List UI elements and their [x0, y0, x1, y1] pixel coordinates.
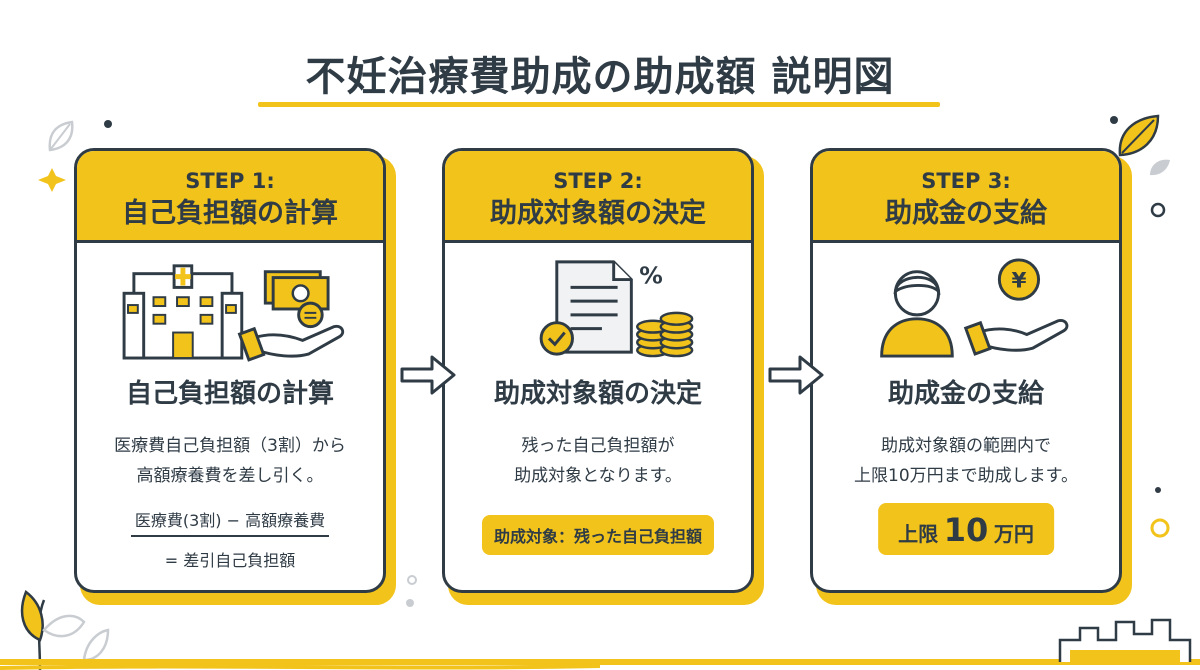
step-1-header: STEP 1: 自己負担額の計算 — [77, 151, 383, 243]
step-3-label: STEP 3: — [921, 169, 1011, 193]
step-1-label: STEP 1: — [185, 169, 275, 193]
sparkle-icon — [38, 168, 66, 192]
step-3-header: STEP 3: 助成金の支給 — [813, 151, 1119, 243]
step-2-label: STEP 2: — [553, 169, 643, 193]
person-icon — [880, 270, 954, 358]
dot-icon — [406, 599, 414, 607]
step-3-description: 助成対象額の範囲内で 上限10万円まで助成します。 — [813, 431, 1119, 491]
step-2-description: 残った自己負担額が 助成対象となります。 — [445, 431, 751, 491]
ring-icon — [1150, 518, 1170, 538]
step-3-heading: 助成金の支給 — [887, 379, 1044, 409]
step-2-heading: 助成対象額の決定 — [493, 379, 702, 409]
check-badge-icon — [539, 321, 574, 356]
step-1-card: STEP 1: 自己負担額の計算 自己負担額の計算 — [74, 148, 386, 593]
money-hand-icon — [237, 270, 345, 362]
step-2-name: 助成対象額の決定 — [490, 198, 706, 229]
ring-icon — [1150, 202, 1166, 218]
title-underline — [258, 102, 940, 107]
description-line: 残った自己負担額が — [521, 436, 675, 456]
step-2-illustration: % — [539, 260, 694, 358]
hospital-icon — [122, 264, 244, 360]
limit-suffix: 万円 — [993, 522, 1034, 546]
yen-hand-icon: ¥ — [963, 258, 1069, 356]
formula-top: 医療費(3割) − 高額療養費 — [130, 507, 330, 537]
step-1-name: 自己負担額の計算 — [122, 198, 338, 229]
limit-value: 10 — [943, 511, 989, 549]
step-1-description: 医療費自己負担額（3割）から 高額療養費を差し引く。 — [77, 431, 383, 491]
step-3-illustration: ¥ — [880, 258, 1069, 358]
limit-prefix: 上限 — [898, 522, 939, 546]
leaf-icon — [1150, 159, 1170, 176]
description-line: 助成対象額の範囲内で — [881, 436, 1051, 456]
svg-text:%: % — [639, 261, 663, 289]
step-1-formula: 医療費(3割) − 高額療養費 = 差引自己負担額 — [77, 507, 383, 571]
arrow-right-icon — [768, 355, 824, 395]
step-3-name: 助成金の支給 — [885, 198, 1047, 229]
step-3-card: STEP 3: 助成金の支給 ¥ 助成金の支給 助成対象額の範囲内で 上限10万… — [810, 148, 1122, 593]
leaf-icon — [48, 120, 74, 152]
floor-line — [0, 664, 601, 670]
description-line: 助成対象となります。 — [514, 466, 682, 486]
dot-icon — [1155, 487, 1161, 493]
formula-bottom: = 差引自己負担額 — [164, 551, 296, 570]
leaf-icon — [1118, 114, 1160, 157]
step-2-header: STEP 2: 助成対象額の決定 — [445, 151, 751, 243]
ring-icon — [407, 575, 417, 585]
limit-badge: 上限 10 万円 — [878, 503, 1054, 555]
description-line: 高額療養費を差し引く。 — [136, 466, 324, 486]
description-line: 上限10万円まで助成します。 — [854, 466, 1078, 486]
page-title: 不妊治療費助成の助成額 説明図 — [305, 54, 895, 100]
step-1-illustration — [122, 264, 345, 362]
castle-icon — [1058, 618, 1192, 662]
step-1-heading: 自己負担額の計算 — [125, 379, 334, 409]
coins-icon — [636, 311, 694, 358]
arrow-right-icon — [400, 355, 456, 395]
dot-icon — [1110, 116, 1118, 124]
step-2-target-pill: 助成対象：残った自己負担額 — [481, 515, 715, 555]
dot-icon — [104, 120, 112, 128]
description-line: 医療費自己負担額（3割）から — [114, 436, 346, 456]
step-2-card: STEP 2: 助成対象額の決定 % 助成対象額の決定 残った自己負担額が 助成 — [442, 148, 754, 593]
svg-text:¥: ¥ — [1011, 268, 1026, 293]
